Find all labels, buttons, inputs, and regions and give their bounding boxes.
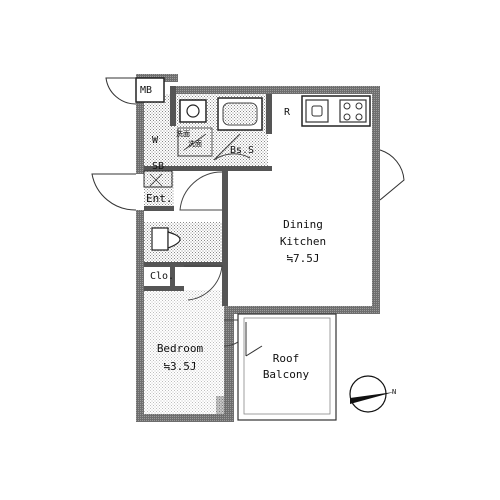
dining-kitchen-line2: Kitchen — [279, 235, 327, 248]
compass-icon — [349, 375, 394, 413]
mb-label: MB — [140, 85, 153, 96]
balcony-rail — [243, 317, 331, 415]
roof-balcony-line2: Balcony — [262, 368, 310, 381]
washroom-small-label: 洗面 — [176, 130, 190, 138]
shoe-box-x — [149, 173, 163, 187]
refrigerator-label: R — [284, 107, 291, 118]
bedroom-area: ≒3.5J — [163, 360, 197, 373]
entrance-label: Ent. — [146, 192, 173, 205]
bathroom-label: Bs.S — [230, 145, 255, 156]
washing-machine-icon — [179, 99, 207, 123]
kitchen-counter — [301, 95, 371, 127]
interior-walls — [144, 86, 272, 306]
dining-kitchen-line1: Dining — [283, 218, 323, 231]
balcony-door-swing — [245, 345, 263, 357]
compass-north-label: N — [392, 388, 397, 396]
toilet-icon — [151, 227, 181, 251]
washroom-label: W — [152, 135, 159, 146]
dining-kitchen-area: ≒7.5J — [286, 252, 320, 265]
bedroom-label: Bedroom — [156, 342, 204, 355]
meter-box — [135, 77, 165, 103]
closet-label: Clo. — [150, 271, 175, 282]
bath-door-swing — [213, 133, 251, 161]
roof-balcony-line1: Roof — [272, 352, 300, 365]
shoe-box-label: SB — [152, 161, 165, 172]
washroom-small-label-2: 洗面 — [188, 140, 202, 148]
vanity-icon — [177, 127, 213, 157]
dining-door-swing — [379, 149, 405, 201]
bathtub-icon — [217, 97, 263, 131]
entrance-door-swing — [91, 173, 137, 211]
closet-door-swing — [184, 265, 223, 301]
mb-door-swing — [105, 77, 137, 105]
shoe-box — [143, 170, 173, 188]
hall-door-swing — [179, 171, 223, 211]
roof-balcony-outline — [237, 313, 337, 421]
